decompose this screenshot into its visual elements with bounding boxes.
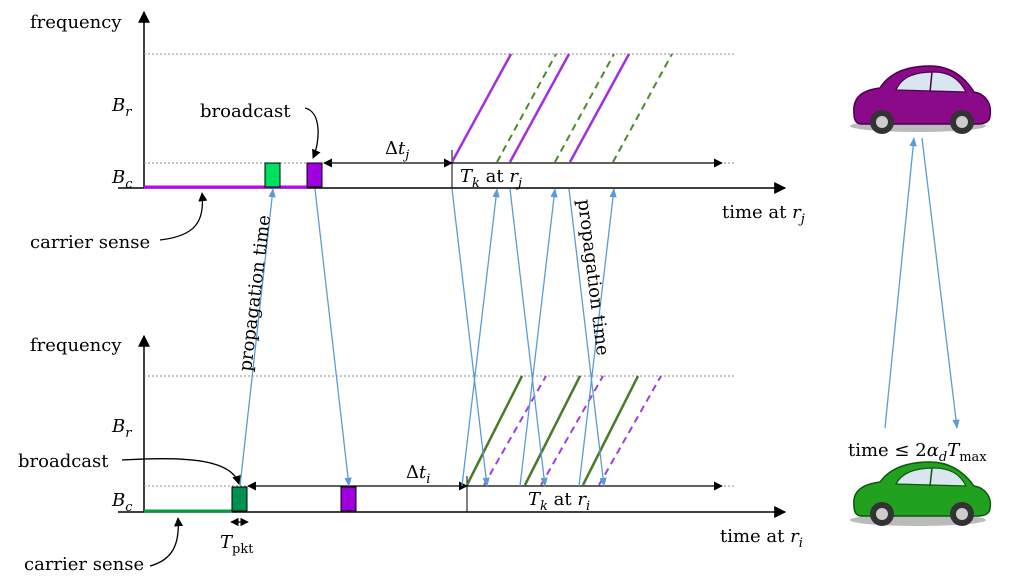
bottom-carrier-sense-label: carrier sense bbox=[24, 554, 144, 575]
top-br-label: Br bbox=[111, 95, 132, 120]
top-bc-label: Bc bbox=[111, 167, 133, 192]
car-window-divider bbox=[929, 467, 933, 487]
car-hubcap bbox=[876, 116, 888, 128]
propagation-arrow bbox=[314, 188, 352, 487]
top-propagation-label: propagation time bbox=[235, 214, 275, 373]
propagation-arrow bbox=[519, 188, 558, 487]
top-purple-packet bbox=[306, 162, 323, 188]
bottom-hop-solid bbox=[523, 375, 582, 486]
bottom-tk-label: Tk at ri bbox=[528, 489, 590, 514]
propagation-arrow bbox=[568, 188, 607, 487]
bottom-purple-packet bbox=[340, 486, 357, 512]
bottom-hop-lines bbox=[465, 375, 662, 486]
top-broadcast-pointer bbox=[304, 107, 321, 159]
bottom-panel: frequency Br Bc broadcast carrier sense … bbox=[18, 334, 803, 575]
top-hop-lines bbox=[450, 53, 673, 163]
car-hubcap bbox=[876, 508, 888, 520]
bottom-hop-dashed bbox=[540, 375, 604, 486]
top-delta-label: Δtj bbox=[385, 138, 409, 163]
top-frequency-label: frequency bbox=[30, 12, 122, 33]
bottom-carrier-sense-pointer bbox=[149, 517, 184, 567]
top-carrier-sense-pointer bbox=[159, 192, 208, 241]
propagation-arrow bbox=[578, 188, 617, 487]
car-window-divider bbox=[929, 71, 933, 93]
top-panel: frequency Br Bc broadcast carrier sense … bbox=[30, 10, 805, 253]
bottom-frequency-label: frequency bbox=[30, 335, 122, 356]
top-green-packet bbox=[264, 162, 281, 188]
car-hubcap bbox=[956, 116, 968, 128]
top-time-axis-label: time at rj bbox=[722, 202, 805, 227]
top-tk-label: Tk at rj bbox=[460, 166, 522, 191]
top-hop-solid bbox=[450, 53, 513, 163]
car-hubcap bbox=[956, 508, 968, 520]
vehicle-signal-arrow bbox=[884, 137, 917, 429]
top-broadcast-label: broadcast bbox=[200, 101, 291, 122]
top-carrier-sense-label: carrier sense bbox=[30, 232, 150, 253]
bottom-hop-dashed bbox=[598, 375, 662, 486]
bottom-broadcast-pointer bbox=[121, 458, 242, 485]
propagation-arrows bbox=[239, 137, 960, 487]
bottom-delta-label: Δti bbox=[406, 462, 430, 487]
propagation-arrow bbox=[461, 188, 500, 487]
vehicle-signal-arrow bbox=[921, 137, 960, 429]
bottom-hop-dashed bbox=[483, 375, 547, 486]
bottom-tpkt-label: Tpkt bbox=[220, 532, 254, 557]
top-hop-dashed bbox=[554, 53, 615, 163]
propagation-arrow bbox=[451, 188, 490, 487]
bottom-bc-label: Bc bbox=[111, 490, 133, 515]
top-hop-dashed bbox=[496, 53, 557, 163]
propagation-arrow bbox=[239, 188, 276, 487]
bottom-broadcast-label: broadcast bbox=[18, 451, 109, 472]
top-hop-dashed bbox=[612, 53, 673, 163]
bottom-car bbox=[850, 461, 992, 526]
bottom-br-label: Br bbox=[111, 416, 132, 441]
bottom-hop-solid bbox=[581, 375, 640, 486]
bottom-time-axis-label: time at ri bbox=[720, 526, 803, 551]
vehicle-time-bound-label: time ≤ 2αdTmax bbox=[848, 440, 987, 465]
top-hop-solid bbox=[568, 53, 631, 163]
bottom-hop-solid bbox=[465, 375, 524, 486]
propagation-arrow bbox=[509, 188, 548, 487]
bottom-green-packet bbox=[231, 486, 248, 512]
top-car bbox=[850, 65, 992, 134]
top-hop-solid bbox=[508, 53, 571, 163]
